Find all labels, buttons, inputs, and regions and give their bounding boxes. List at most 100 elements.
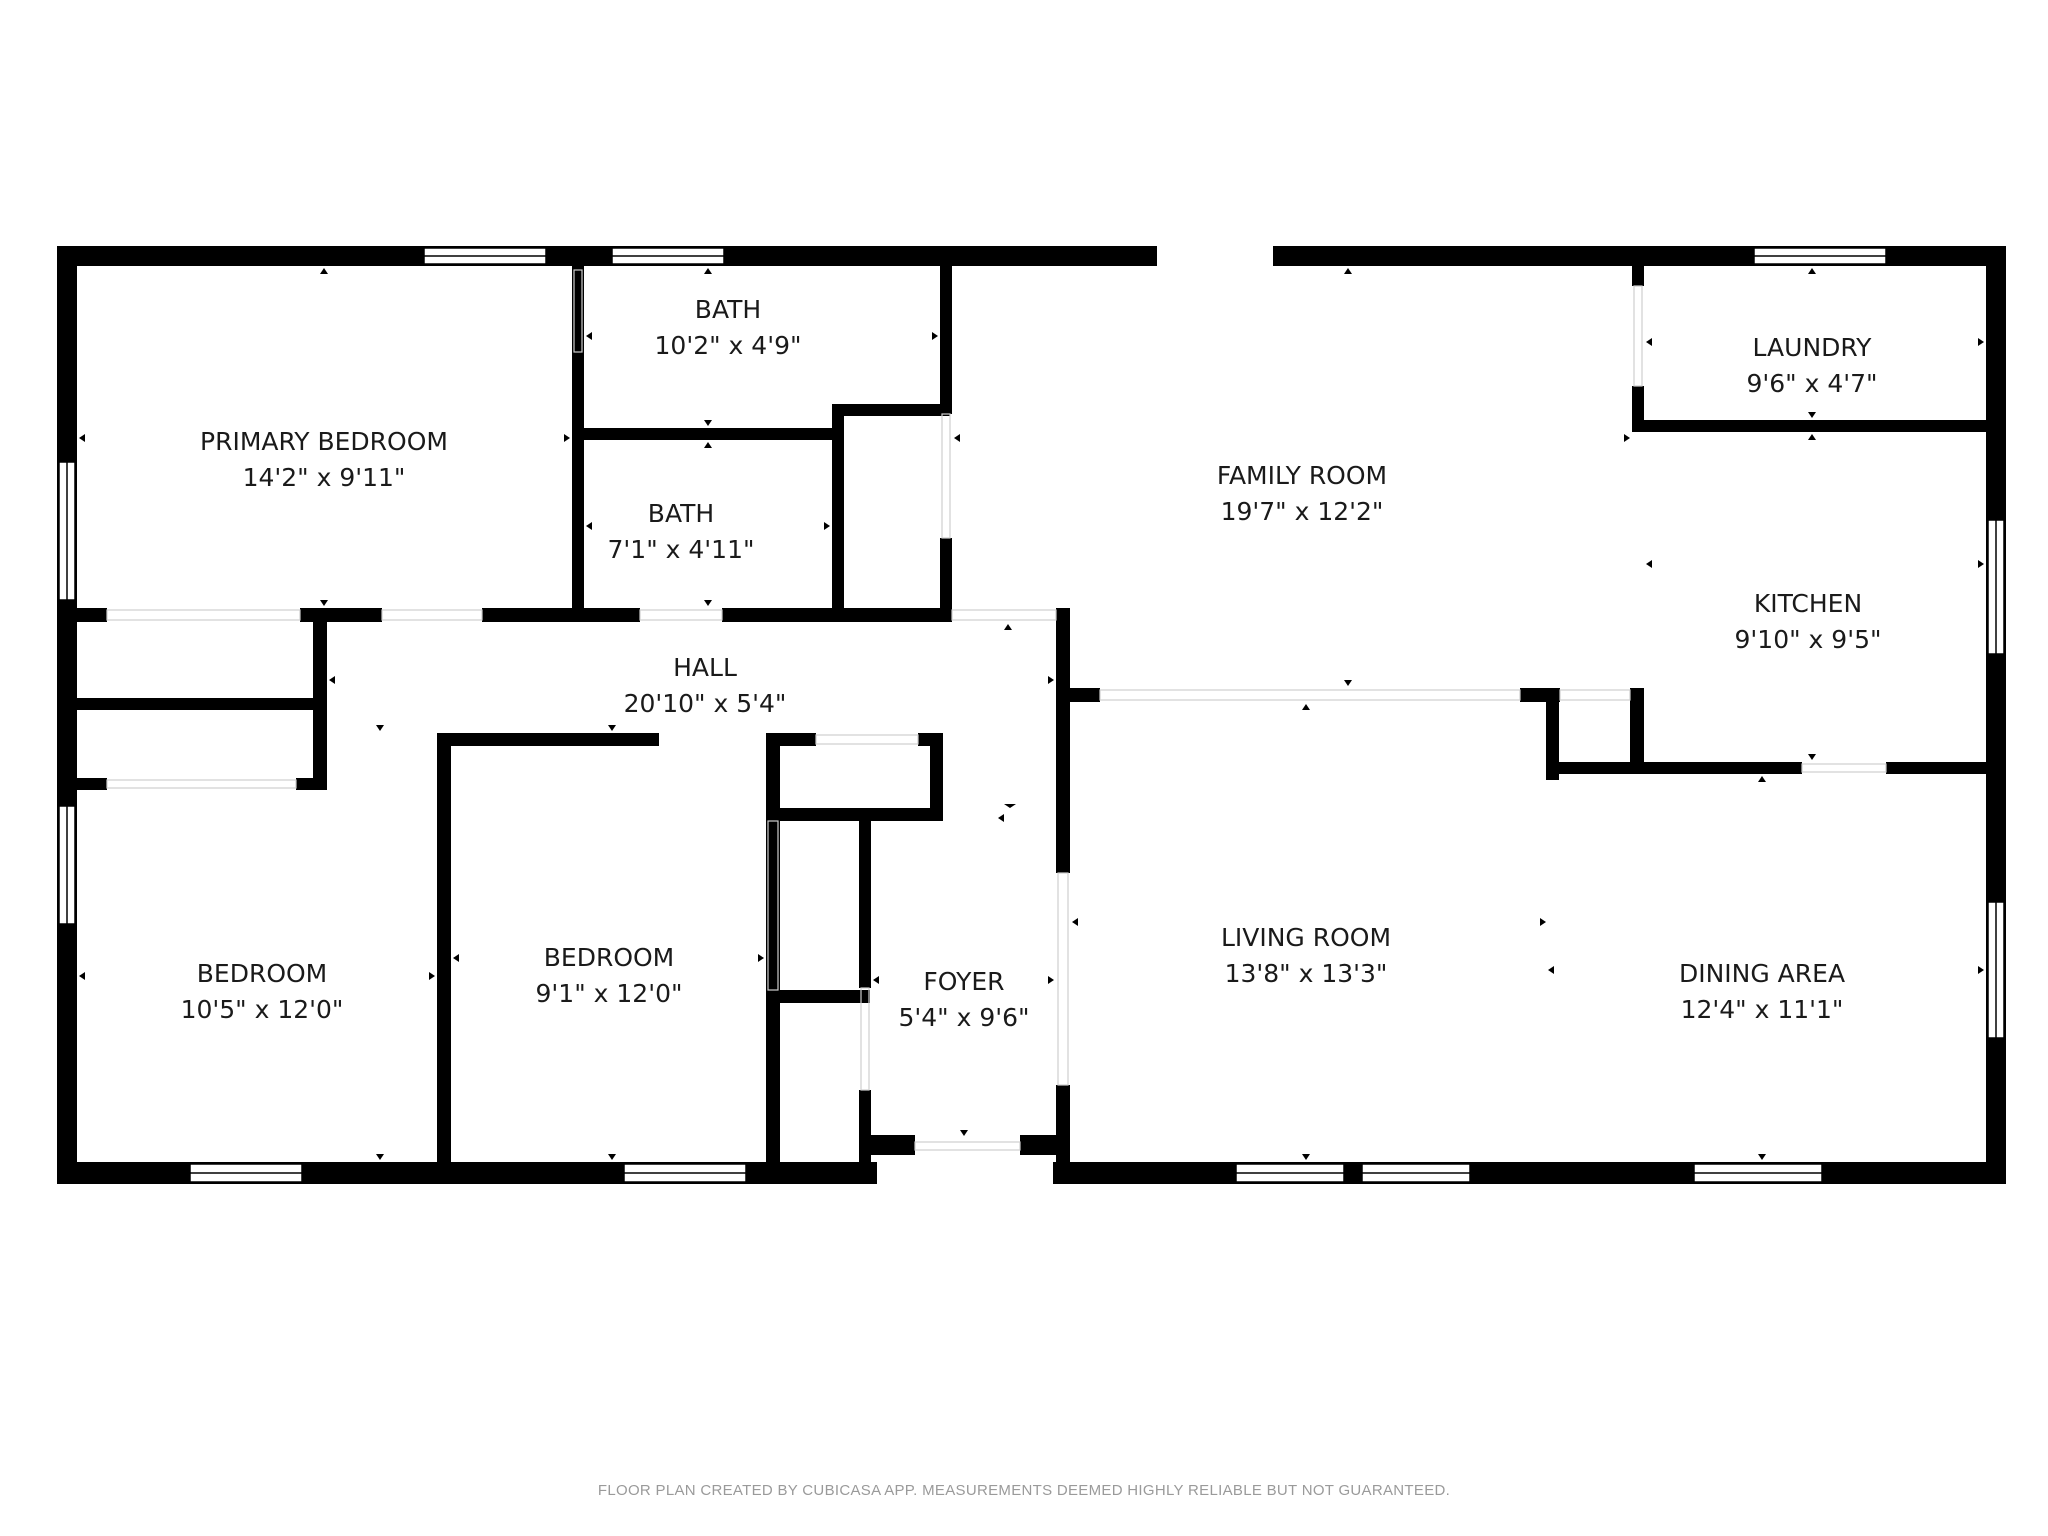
tick-marker bbox=[704, 420, 712, 426]
tick-marker bbox=[1808, 434, 1816, 440]
tick-marker bbox=[1004, 804, 1016, 808]
wall bbox=[57, 698, 319, 710]
wall bbox=[1020, 1135, 1056, 1155]
measure-ticks bbox=[79, 268, 1984, 1160]
wall bbox=[859, 808, 871, 988]
tick-marker bbox=[1004, 624, 1012, 630]
bedroom-center-name: BEDROOM bbox=[544, 943, 675, 972]
foyer-name: FOYER bbox=[923, 967, 1004, 996]
living-room-name: LIVING ROOM bbox=[1221, 923, 1391, 952]
tick-marker bbox=[758, 954, 764, 962]
wall bbox=[300, 608, 382, 622]
wall bbox=[940, 538, 952, 614]
tick-marker bbox=[429, 972, 435, 980]
wall bbox=[296, 778, 327, 790]
tick-marker bbox=[932, 332, 938, 340]
tick-marker bbox=[1808, 754, 1816, 760]
bath-mid-dims: 7'1" x 4'11" bbox=[608, 535, 755, 564]
opening bbox=[381, 609, 483, 621]
wall bbox=[766, 808, 942, 821]
wall bbox=[1053, 1162, 2006, 1184]
wall bbox=[437, 733, 451, 1168]
tick-marker bbox=[1758, 776, 1766, 782]
wall bbox=[1546, 762, 1802, 774]
tick-marker bbox=[79, 434, 85, 442]
wall bbox=[1056, 688, 1100, 702]
wall bbox=[1056, 1085, 1070, 1184]
foyer-dims: 5'4" x 9'6" bbox=[898, 1003, 1029, 1032]
opening bbox=[639, 609, 723, 621]
tick-marker bbox=[1646, 338, 1652, 346]
wall bbox=[859, 1135, 915, 1155]
bedroom-left-name: BEDROOM bbox=[197, 959, 328, 988]
bath-mid-name: BATH bbox=[648, 499, 714, 528]
wall bbox=[572, 428, 834, 440]
wall bbox=[57, 778, 107, 790]
windows bbox=[58, 247, 2005, 1183]
wall bbox=[1886, 762, 2006, 774]
wall bbox=[313, 608, 327, 790]
tick-marker bbox=[1758, 1154, 1766, 1160]
tick-marker bbox=[1540, 918, 1546, 926]
tick-marker bbox=[564, 434, 570, 442]
tick-marker bbox=[586, 332, 592, 340]
bath-top-dims: 10'2" x 4'9" bbox=[655, 331, 802, 360]
wall bbox=[766, 733, 780, 1168]
bath-top-name: BATH bbox=[695, 295, 761, 324]
tick-marker bbox=[954, 434, 960, 442]
opening bbox=[1559, 689, 1631, 701]
tick-marker bbox=[1072, 918, 1078, 926]
opening bbox=[1633, 285, 1643, 387]
wall bbox=[1632, 420, 2006, 432]
bedroom-center-dims: 9'1" x 12'0" bbox=[536, 979, 683, 1008]
tick-marker bbox=[586, 522, 592, 530]
tick-marker bbox=[1624, 434, 1630, 442]
tick-marker bbox=[873, 976, 879, 984]
tick-marker bbox=[1808, 268, 1816, 274]
kitchen-name: KITCHEN bbox=[1754, 589, 1862, 618]
opening bbox=[1099, 689, 1521, 701]
primary-bedroom-name: PRIMARY BEDROOM bbox=[200, 427, 448, 456]
interior-walls bbox=[57, 246, 2006, 1184]
laundry-dims: 9'6" x 4'7" bbox=[1746, 369, 1877, 398]
wall bbox=[482, 608, 640, 622]
wall bbox=[1986, 246, 2006, 1184]
tick-marker bbox=[1048, 676, 1054, 684]
tick-marker bbox=[704, 600, 712, 606]
tick-marker bbox=[1978, 338, 1984, 346]
wall bbox=[832, 404, 844, 614]
tick-marker bbox=[608, 725, 616, 731]
laundry-name: LAUNDRY bbox=[1753, 333, 1873, 362]
family-room-dims: 19'7" x 12'2" bbox=[1221, 497, 1384, 526]
wall bbox=[766, 733, 816, 746]
tick-marker bbox=[376, 725, 384, 731]
wall bbox=[766, 990, 870, 1003]
tick-marker bbox=[1978, 560, 1984, 568]
tick-marker bbox=[329, 676, 335, 684]
tick-marker bbox=[1978, 966, 1984, 974]
opening bbox=[914, 1141, 1021, 1151]
opening bbox=[951, 609, 1057, 621]
tick-marker bbox=[320, 268, 328, 274]
hall-name: HALL bbox=[673, 653, 737, 682]
wall bbox=[57, 608, 107, 622]
exterior-walls bbox=[57, 246, 2006, 1184]
tick-marker bbox=[1646, 560, 1652, 568]
wall bbox=[57, 246, 77, 1184]
primary-bedroom-dims: 14'2" x 9'11" bbox=[243, 463, 406, 492]
tick-marker bbox=[998, 814, 1004, 822]
tick-marker bbox=[704, 442, 712, 448]
opening bbox=[941, 413, 951, 539]
tick-marker bbox=[453, 954, 459, 962]
opening bbox=[106, 779, 297, 789]
tick-marker bbox=[79, 972, 85, 980]
tick-marker bbox=[1048, 976, 1054, 984]
family-room-name: FAMILY ROOM bbox=[1217, 461, 1387, 490]
room-labels: PRIMARY BEDROOM 14'2" x 9'11" BATH 10'2"… bbox=[181, 295, 1882, 1032]
wall bbox=[1632, 246, 1644, 286]
tick-marker bbox=[824, 522, 830, 530]
wall bbox=[1630, 688, 1644, 774]
tick-marker bbox=[1344, 680, 1352, 686]
tick-marker bbox=[1344, 268, 1352, 274]
dining-area-dims: 12'4" x 11'1" bbox=[1681, 995, 1844, 1024]
